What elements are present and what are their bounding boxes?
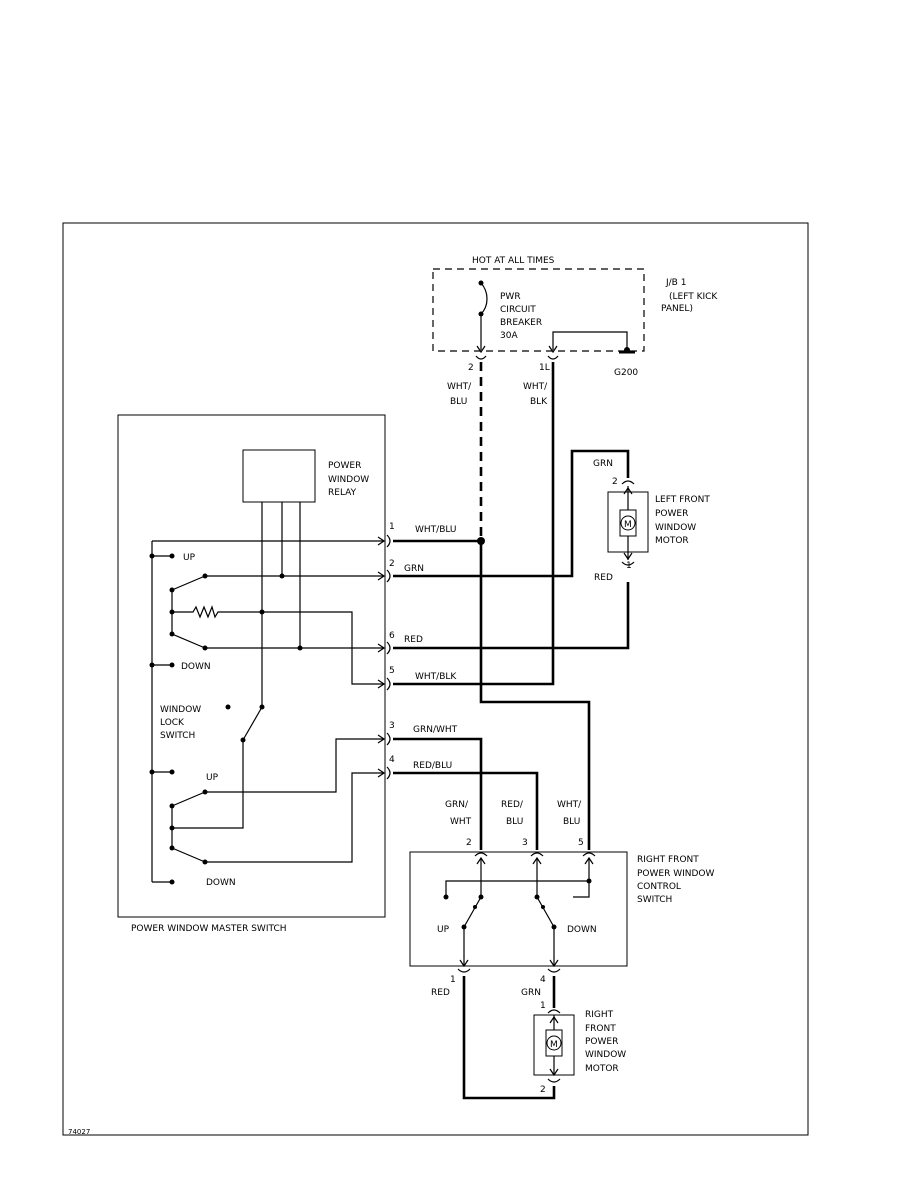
rf-pin-a: 2 xyxy=(466,838,472,848)
lf-motor-pin-top: 2 xyxy=(612,477,618,487)
wire-label-wht-blu-top-1: WHT/ xyxy=(447,382,472,392)
rf-wire-a-label-2: WHT xyxy=(450,817,472,827)
rf-label-3: CONTROL xyxy=(637,882,681,892)
pin-3-wire: GRN/WHT xyxy=(413,725,458,735)
lf-motor-pin-bottom: 1 xyxy=(626,561,632,571)
jb-name: J/B 1 xyxy=(665,278,686,288)
jb-location: (LEFT KICK xyxy=(669,292,718,302)
ground-g200: G200 xyxy=(614,368,638,378)
lf-motor-label-4: MOTOR xyxy=(655,536,689,546)
rf-wire-a-label-1: GRN/ xyxy=(445,800,469,810)
lf-motor-symbol-circle xyxy=(620,515,636,531)
rf-motor-label-2: FRONT xyxy=(585,1024,616,1034)
rf-label-down: DOWN xyxy=(567,925,597,935)
rf-pin-b: 3 xyxy=(522,838,528,848)
right-front-motor: 1 M 2 RIGHT FRONT POWER WINDOW MOTOR xyxy=(462,976,626,1100)
label-up-1: UP xyxy=(183,553,196,563)
rf-label-up: UP xyxy=(437,925,450,935)
rf-motor-symbol-circle xyxy=(546,1035,562,1051)
pin-6-wire: RED xyxy=(404,635,423,645)
pin-5-wire: WHT/BLK xyxy=(415,672,457,682)
junction-block-outline xyxy=(432,268,645,352)
relay-label-2: WINDOW xyxy=(328,475,369,485)
right-front-control-switch: 2 3 5 UP DOWN RIGHT FRONT POWER W xyxy=(409,838,715,998)
label-up-2: UP xyxy=(206,773,219,783)
rf-motor-label-3: POWER xyxy=(585,1037,618,1047)
rf-out-1-wire: RED xyxy=(431,988,450,998)
relay-label-1: POWER xyxy=(328,461,361,471)
power-window-master-switch: POWER WINDOW MASTER SWITCH POWER WINDOW … xyxy=(117,414,386,934)
wiring xyxy=(393,362,630,850)
left-front-motor: GRN 2 M 1 RED LEFT FRONT POWER WINDOW MO… xyxy=(593,459,710,583)
wire-label-wht-blk-top-1: WHT/ xyxy=(523,382,548,392)
rf-motor-label-5: MOTOR xyxy=(585,1064,619,1074)
rf-pin-out-1: 1 xyxy=(450,975,456,985)
lf-motor-symbol: M xyxy=(624,520,632,530)
pin-5: 5 xyxy=(389,666,395,676)
rf-motor-label-4: WINDOW xyxy=(585,1050,626,1060)
master-connector xyxy=(386,534,391,780)
pin-3: 3 xyxy=(389,721,395,731)
pin-4-wire: RED/BLU xyxy=(413,761,452,771)
window-lock-label-3: SWITCH xyxy=(160,731,195,741)
rf-wire-c-label-2: BLU xyxy=(563,817,580,827)
rf-motor-symbol: M xyxy=(550,1040,558,1050)
wire-label-wht-blu-top-2: BLU xyxy=(450,397,467,407)
rf-motor-label-1: RIGHT xyxy=(585,1010,614,1020)
window-lock-label-2: LOCK xyxy=(160,718,185,728)
junction-block: HOT AT ALL TIMES J/B 1 (LEFT KICK PANEL)… xyxy=(432,256,718,378)
rf-wire-b-label-2: BLU xyxy=(506,817,523,827)
master-switch-outline xyxy=(117,414,386,918)
rf-pin-out-4: 4 xyxy=(540,975,546,985)
pin-2: 2 xyxy=(389,559,395,569)
jb-pin-2: 2 xyxy=(468,363,474,373)
wire-label-wht-blk-top-2: BLK xyxy=(530,397,548,407)
breaker-label-4: 30A xyxy=(500,331,518,341)
rf-label-1: RIGHT FRONT xyxy=(637,855,699,865)
relay-label-3: RELAY xyxy=(328,488,357,498)
rf-wire-b-label-1: RED/ xyxy=(501,800,524,810)
window-lock-label-1: WINDOW xyxy=(160,705,201,715)
hot-at-all-times-label: HOT AT ALL TIMES xyxy=(472,256,555,266)
diagram-code: 74027 xyxy=(68,1128,90,1136)
label-down-2: DOWN xyxy=(206,878,236,888)
breaker-label-1: PWR xyxy=(500,292,521,302)
rf-switch-body xyxy=(409,851,628,967)
label-down-1: DOWN xyxy=(181,662,211,672)
pin-6: 6 xyxy=(389,631,395,641)
pin-1-wire: WHT/BLU xyxy=(415,525,457,535)
lf-motor-label-1: LEFT FRONT xyxy=(655,495,710,505)
pin-2-wire: GRN xyxy=(404,564,424,574)
rf-pin-c: 5 xyxy=(578,838,584,848)
breaker-label-3: BREAKER xyxy=(500,318,542,328)
jb-location-2: PANEL) xyxy=(661,304,693,314)
rf-motor-pin-top: 1 xyxy=(540,1001,546,1011)
rf-label-4: SWITCH xyxy=(637,895,672,905)
diagram-frame xyxy=(62,222,809,1136)
lf-motor-top-wire: GRN xyxy=(593,459,613,469)
rf-label-2: POWER WINDOW xyxy=(637,869,715,879)
pin-4: 4 xyxy=(389,755,395,765)
jb-pin-1l: 1L xyxy=(539,363,550,373)
pin-1: 1 xyxy=(389,522,395,532)
breaker-label-2: CIRCUIT xyxy=(500,305,536,315)
master-switch-title: POWER WINDOW MASTER SWITCH xyxy=(131,924,287,934)
rf-motor-pin-bottom: 2 xyxy=(540,1085,546,1095)
lf-motor-label-3: WINDOW xyxy=(655,523,696,533)
lf-motor-bottom-wire: RED xyxy=(594,573,613,583)
power-window-relay xyxy=(242,449,316,503)
rf-wire-c-label-1: WHT/ xyxy=(557,800,582,810)
lf-motor-label-2: POWER xyxy=(655,509,688,519)
rf-out-4-wire: GRN xyxy=(521,988,541,998)
